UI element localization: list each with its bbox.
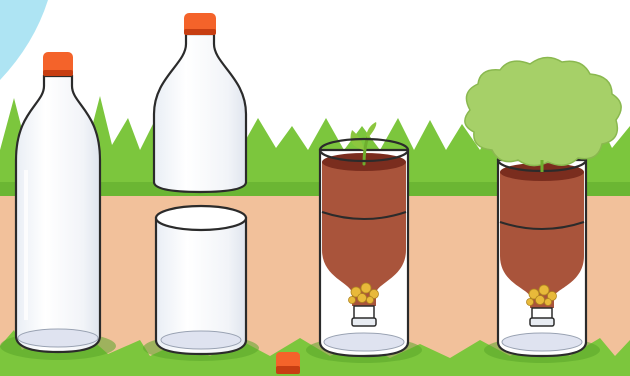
bottle-2-top — [154, 34, 246, 192]
planter-4-base — [502, 333, 582, 351]
bottle-1-body — [16, 76, 100, 352]
planter-3-base — [324, 333, 404, 351]
sprout-leaf-right — [366, 122, 376, 138]
bottle-1-base — [18, 329, 98, 347]
planter-4-neck-ring — [530, 318, 554, 326]
whole-bottle — [0, 52, 116, 360]
bottle-2-cap-rim — [184, 29, 216, 35]
bottle-2-bottom-rim — [156, 206, 246, 230]
bush — [465, 57, 621, 165]
bottle-2-base — [161, 331, 241, 349]
bottle-1-cap-rim — [43, 70, 73, 76]
sprouting-planter — [306, 122, 422, 363]
planter-3-neck-ring — [352, 318, 376, 326]
loose-cap-rim — [276, 366, 300, 374]
corner-accent — [0, 0, 48, 80]
